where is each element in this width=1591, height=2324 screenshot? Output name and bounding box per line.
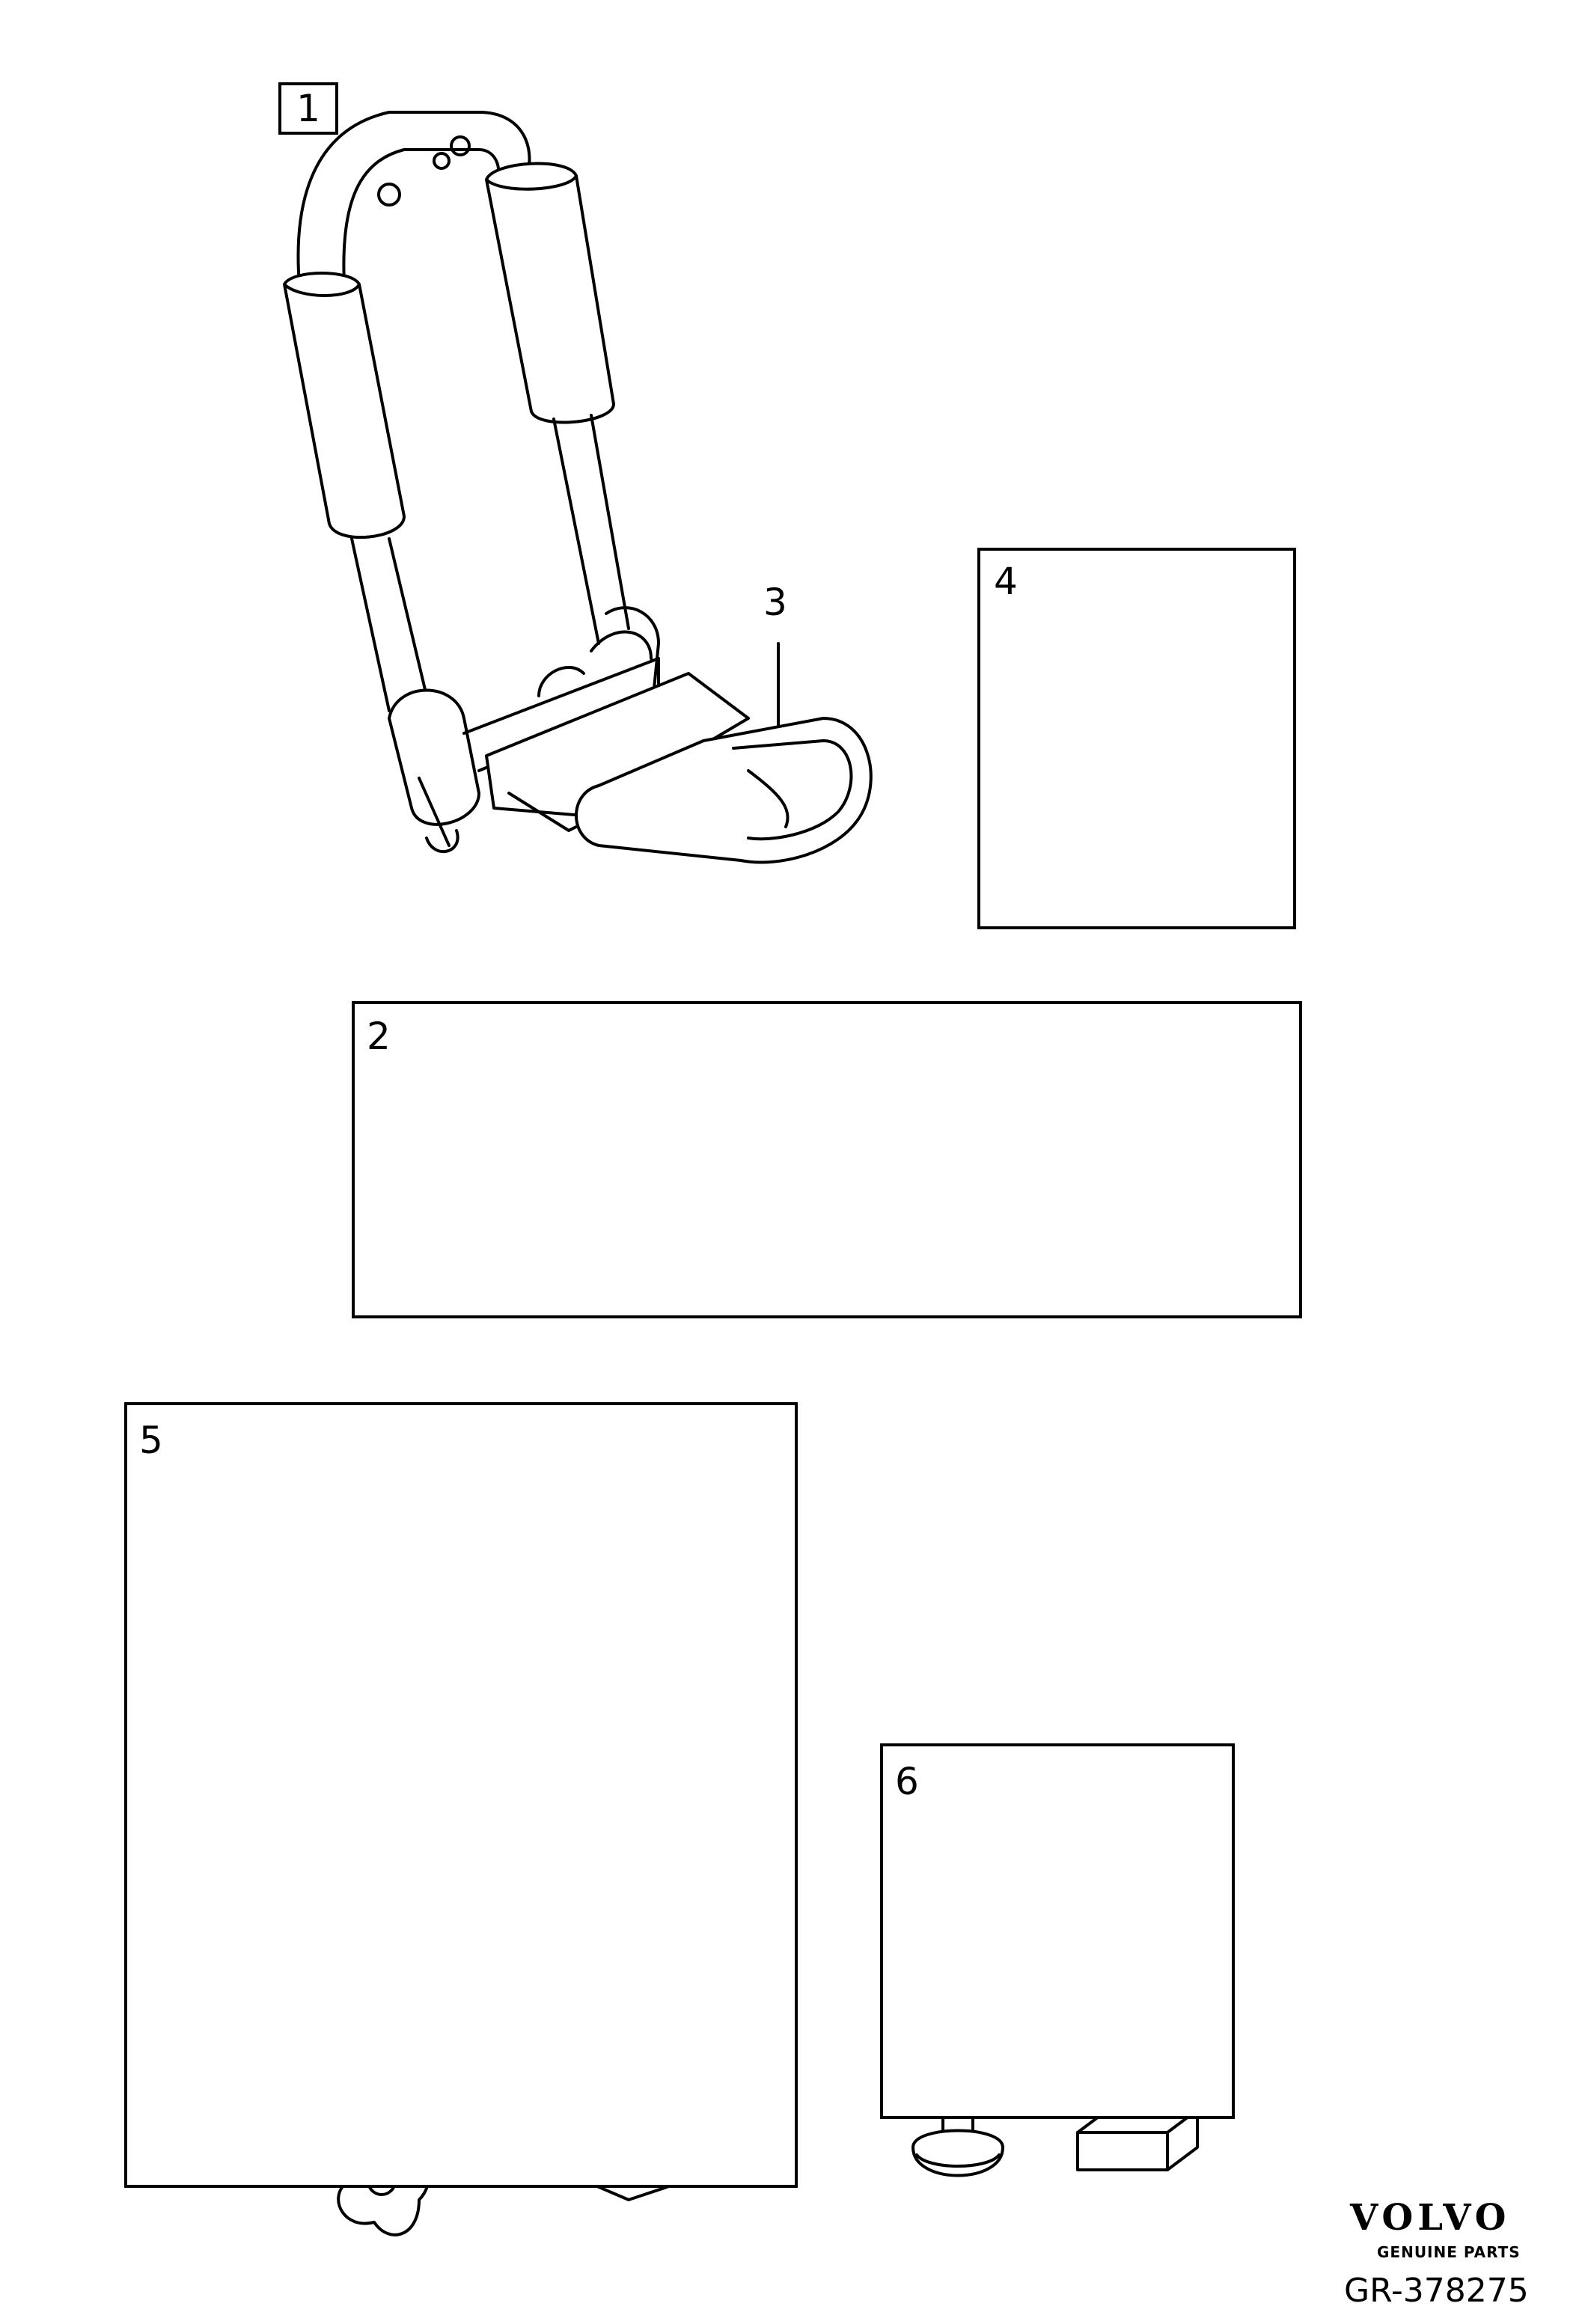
drawing-code: GR-378275: [1344, 2272, 1529, 2310]
cradle-pad-icon: [575, 642, 873, 864]
panel-item-6: [880, 1743, 1235, 2119]
callout-item-5: 5: [139, 1419, 163, 1462]
callout-item-6: 6: [895, 1760, 919, 1803]
callout-item-2: 2: [367, 1015, 391, 1058]
brand-subtitle: GENUINE PARTS: [1377, 2243, 1521, 2261]
panel-item-4: [977, 548, 1296, 929]
callout-item-4: 4: [994, 560, 1018, 603]
panel-item-5: [124, 1402, 798, 2188]
brand-logo: VOLVO: [1350, 2197, 1511, 2239]
panel-item-2: [352, 1001, 1302, 1318]
kayak-cradle-icon: [283, 111, 750, 853]
callout-item-3: 3: [763, 581, 787, 624]
callout-item-1: 1: [278, 82, 338, 135]
